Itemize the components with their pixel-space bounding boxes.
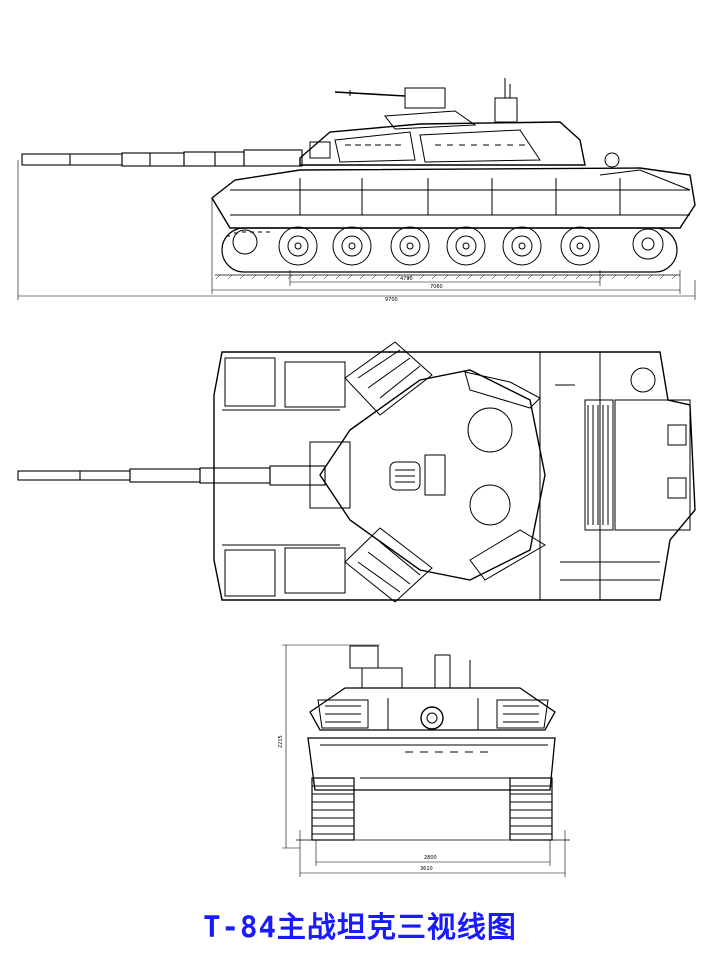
side-view: 9700 7060 4780	[17, 78, 696, 303]
gun-barrel-side	[21, 149, 303, 167]
drawing-caption: T-84主战坦克三视线图	[203, 910, 517, 944]
turret-side	[299, 78, 620, 168]
running-gear	[221, 226, 678, 273]
idler-wheel	[232, 229, 258, 255]
tracks-front	[311, 777, 553, 841]
dim-track-width: 2800	[424, 855, 437, 861]
front-view: 2215 2800 3610	[278, 644, 570, 877]
era-armor-top	[344, 341, 546, 603]
ground-hatching	[215, 274, 677, 280]
top-view	[17, 341, 696, 603]
turret-top	[309, 369, 546, 581]
gun-barrel-top	[17, 465, 326, 486]
dim-total-length: 9700	[385, 297, 398, 303]
drive-sprocket	[632, 228, 664, 260]
dim-hull-length: 7060	[430, 284, 443, 290]
dim-overall-height: 2215	[278, 735, 284, 748]
hull-top	[213, 351, 696, 601]
front-dimension-lines	[282, 644, 566, 877]
hull-front	[307, 737, 556, 791]
turret-front	[309, 645, 556, 731]
dim-overall-width: 3610	[420, 866, 433, 872]
side-dimension-lines	[17, 160, 696, 300]
dim-wheelbase: 4780	[400, 276, 413, 282]
hull-side	[211, 167, 696, 229]
road-wheels-side	[278, 226, 600, 266]
